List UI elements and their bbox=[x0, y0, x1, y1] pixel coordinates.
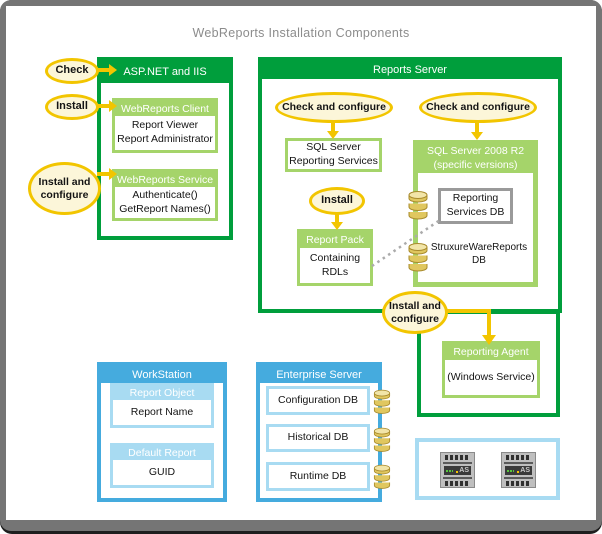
annotation-check-configure-right-ellipse: Check and configure bbox=[419, 92, 537, 123]
device-display: AS bbox=[444, 466, 471, 475]
arrow-install-configure-left-icon bbox=[97, 168, 117, 180]
webreports-client-content: Report Viewer Report Administrator bbox=[117, 119, 213, 145]
report-object-box: Report Object Report Name bbox=[110, 383, 214, 428]
enterprise-server-header: Enterprise Server bbox=[260, 366, 378, 383]
device-terminals-top bbox=[445, 455, 470, 460]
default-report-content: GUID bbox=[148, 465, 176, 478]
led-green-icon bbox=[448, 469, 451, 472]
automation-server-device-icon: AS bbox=[501, 452, 536, 488]
automation-server-device-icon: AS bbox=[440, 452, 475, 488]
runtime-db-label: Runtime DB bbox=[289, 469, 347, 482]
annotation-check-ellipse: Check bbox=[45, 58, 99, 84]
runtime-db-box: Runtime DB bbox=[266, 462, 370, 491]
reporting-agent-content: (Windows Service) bbox=[447, 370, 535, 383]
workstation-header: WorkStation bbox=[101, 366, 223, 383]
default-report-box: Default Report GUID bbox=[110, 443, 214, 488]
historical-db-label: Historical DB bbox=[287, 431, 349, 444]
database-icon bbox=[408, 243, 428, 272]
arrow-report-pack-icon bbox=[331, 213, 343, 230]
arrow-sql2008-icon bbox=[471, 121, 483, 140]
webreports-client-header: WebReports Client bbox=[115, 101, 215, 116]
webreports-service-header: WebReports Service bbox=[115, 172, 215, 187]
annotation-install-pack-ellipse: Install bbox=[309, 187, 365, 215]
webreports-client-box: WebReports Client Report Viewer Report A… bbox=[112, 98, 218, 153]
configuration-db-label: Configuration DB bbox=[278, 393, 358, 406]
reporting-agent-box: Reporting Agent (Windows Service) bbox=[442, 341, 540, 398]
report-pack-box: Report Pack Containing RDLs bbox=[297, 229, 373, 286]
diagram-title: WebReports Installation Components bbox=[192, 26, 410, 40]
device-label: AS bbox=[459, 467, 469, 474]
device-terminals-bottom bbox=[506, 481, 531, 486]
led-green-icon bbox=[451, 469, 454, 472]
reporting-services-db-content: Reporting Services DB bbox=[446, 192, 505, 218]
device-divider bbox=[443, 477, 472, 479]
device-divider bbox=[443, 462, 472, 464]
report-object-header: Report Object bbox=[113, 386, 211, 400]
reporting-agent-header: Reporting Agent bbox=[445, 344, 537, 360]
struxureware-db-label: StruxureWareReports DB bbox=[430, 242, 528, 266]
sql-reporting-services-box: SQL Server Reporting Services bbox=[285, 138, 382, 172]
annotation-check-configure-left-ellipse: Check and configure bbox=[275, 92, 393, 123]
report-object-content: Report Name bbox=[130, 405, 194, 418]
annotation-install-client-ellipse: Install bbox=[45, 94, 99, 120]
elbow-connector-arrow-icon bbox=[445, 309, 496, 345]
arrow-check-icon bbox=[96, 64, 117, 76]
led-yellow-icon bbox=[456, 470, 459, 473]
historical-db-box: Historical DB bbox=[266, 424, 370, 452]
arrow-ssrs-icon bbox=[327, 121, 339, 139]
automation-servers-box bbox=[415, 438, 560, 500]
led-green-icon bbox=[509, 469, 512, 472]
sql-reporting-services-content: SQL Server Reporting Services bbox=[289, 141, 378, 167]
default-report-header: Default Report bbox=[113, 446, 211, 460]
database-icon bbox=[373, 464, 391, 489]
webreports-service-box: WebReports Service Authenticate() GetRep… bbox=[112, 169, 218, 221]
device-divider bbox=[504, 477, 533, 479]
reporting-services-db-box: Reporting Services DB bbox=[438, 188, 513, 224]
dotted-connector-line bbox=[371, 218, 441, 268]
asp-net-iis-header: ASP.NET and IIS bbox=[101, 61, 229, 83]
webreports-service-content: Authenticate() GetReport Names() bbox=[119, 188, 211, 215]
database-icon bbox=[408, 191, 428, 220]
led-yellow-icon bbox=[517, 470, 520, 473]
configuration-db-box: Configuration DB bbox=[266, 386, 370, 415]
device-label: AS bbox=[520, 467, 530, 474]
database-icon bbox=[373, 427, 391, 452]
annotation-install-configure-bottom-ellipse: Install and configure bbox=[382, 291, 448, 334]
database-icon bbox=[373, 389, 391, 414]
report-pack-header: Report Pack bbox=[300, 232, 370, 248]
reports-server-header: Reports Server bbox=[262, 61, 558, 79]
report-pack-content: Containing RDLs bbox=[309, 251, 361, 278]
annotation-install-configure-left-ellipse: Install and configure bbox=[28, 162, 101, 215]
sql-server-2008-header: SQL Server 2008 R2 (specific versions) bbox=[426, 145, 525, 171]
led-green-icon bbox=[512, 469, 515, 472]
device-display: AS bbox=[505, 466, 532, 475]
device-divider bbox=[504, 462, 533, 464]
device-terminals-top bbox=[506, 455, 531, 460]
device-terminals-bottom bbox=[445, 481, 470, 486]
led-green-icon bbox=[446, 469, 448, 472]
arrow-install-client-icon bbox=[96, 100, 117, 112]
led-green-icon bbox=[507, 469, 509, 472]
